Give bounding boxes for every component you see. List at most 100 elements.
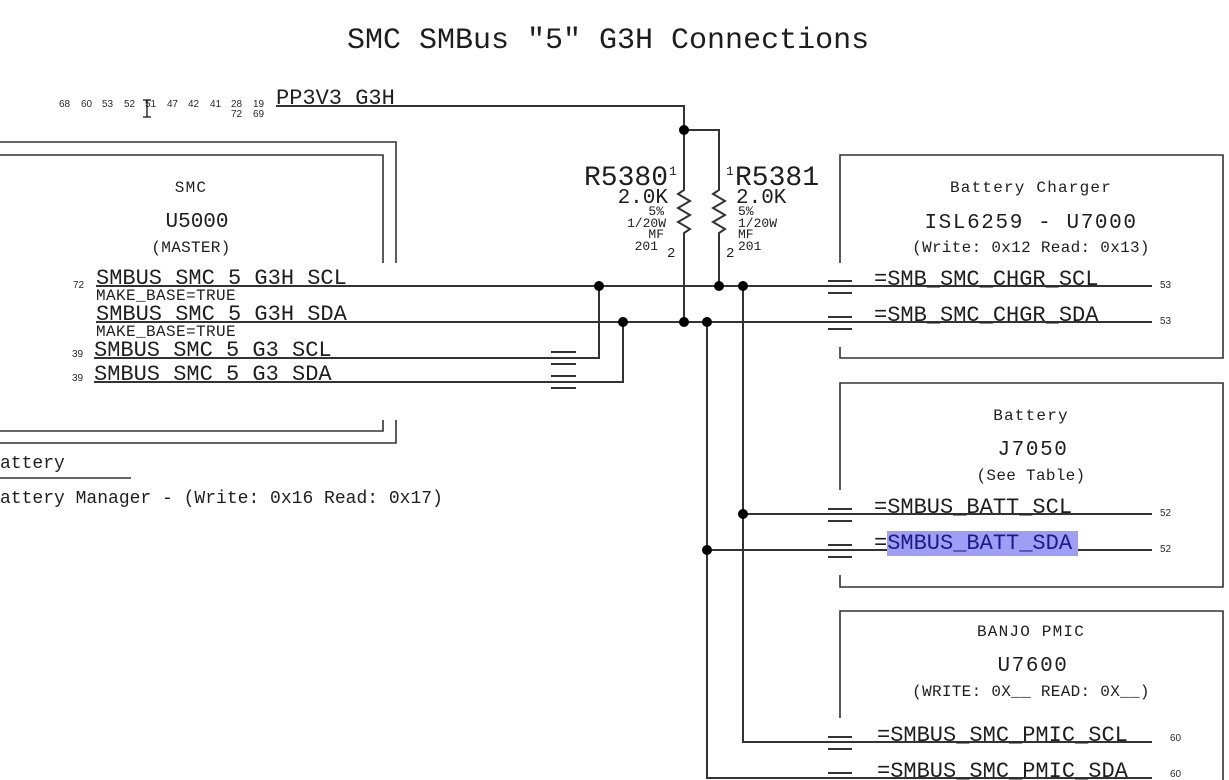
resistor-refdes[interactable]: R5380 [584,163,668,194]
selected-net-name[interactable]: SMBUS_BATT_SDA [887,531,1073,556]
resistor-type: MF [648,227,664,242]
net-prefix: = [874,267,887,292]
net-prefix: = [874,495,887,520]
junction-dot [594,281,604,291]
pmic-box [839,610,1224,780]
net-name[interactable]: SMB_SMC_CHGR_SCL [887,267,1098,292]
page-ref[interactable]: 68 [59,99,71,110]
wire-g3-scl [94,286,600,359]
smc-role: (MASTER) [151,239,230,257]
net-label-chgr-scl[interactable]: =SMB_SMC_CHGR_SCL [874,267,1098,292]
power-rail-page-refs: 68 60 53 52 51 47 42 41 28 19 72 69 [59,99,265,120]
resistor-tolerance: 5% [738,204,754,219]
wire-r5381 [684,129,727,286]
page-title: SMC SMBus "5" G3H Connections [347,24,869,58]
smc-signal-page-ref[interactable]: 39 [72,373,84,384]
net-prefix: = [877,759,890,780]
alias-bar [551,351,576,365]
battery-label: Battery [993,407,1069,425]
alias-bar [551,375,576,389]
text-cursor-icon [143,99,151,118]
smc-refdes: U5000 [165,211,228,234]
page-ref[interactable]: 19 [253,99,265,110]
junction-dot [618,317,628,327]
page-ref[interactable]: 51 [145,99,157,110]
net-name[interactable]: SMBUS_SMC_PMIC_SCL [890,723,1128,748]
page-ref[interactable]: 53 [102,99,114,110]
page-ref[interactable]: 60 [81,99,93,110]
net-label-batt-sda[interactable]: =SMBUS_BATT_SDA [874,531,1073,556]
page-ref[interactable]: 28 [231,99,243,110]
net-property: MAKE_BASE=TRUE [96,287,236,305]
page-ref[interactable]: 41 [210,99,222,110]
charger-label: Battery Charger [950,179,1112,197]
text-selection-highlight [887,531,1078,556]
resistor-value: 2.0K [618,187,669,210]
page-ref[interactable]: 42 [188,99,200,110]
net-page-ref[interactable]: 52 [1160,544,1172,555]
net-prefix: = [877,723,890,748]
page-ref[interactable]: 69 [253,109,265,120]
smc-label: SMC [175,179,207,197]
net-label-pmic-sda[interactable]: =SMBUS_SMC_PMIC_SDA [877,759,1129,780]
net-name[interactable]: SMBUS_BATT_SCL [887,495,1072,520]
resistor-type: MF [738,227,754,242]
net-prefix: = [874,531,887,556]
battery-note-address: attery Manager - (Write: 0x16 Read: 0x17… [0,489,443,509]
resistor-value: 2.0K [736,187,787,210]
net-page-ref[interactable]: 53 [1160,316,1172,327]
net-label-chgr-sda[interactable]: =SMB_SMC_CHGR_SDA [874,303,1099,328]
net-name[interactable]: SMBUS_SMC_PMIC_SDA [890,759,1128,780]
resistor-refdes[interactable]: R5381 [735,163,819,194]
charger-box [839,154,1224,359]
net-page-ref[interactable]: 52 [1160,508,1172,519]
alias-bars-left [551,351,576,389]
resistor-power: 1/20W [627,216,666,231]
net-property: MAKE_BASE=TRUE [96,323,236,341]
resistor-tolerance: 5% [648,204,664,219]
net-page-ref[interactable]: 60 [1170,769,1182,780]
junction-dot [679,317,689,327]
resistor-pin1: 1 [669,164,677,179]
net-prefix: = [874,303,887,328]
alias-bar [828,544,852,558]
alias-bars-right [828,280,852,774]
junction-dot [738,509,748,519]
wire-pp3v3-g3h [276,105,692,322]
net-name[interactable]: SMB_SMC_CHGR_SDA [887,303,1099,328]
smc-signal-page-ref[interactable]: 39 [72,349,84,360]
pmic-label: BANJO PMIC [977,623,1085,641]
net-page-ref[interactable]: 53 [1160,280,1172,291]
alias-bar [828,508,852,522]
net-label-g3-sda[interactable]: SMBUS_SMC_5_G3_SDA [94,362,332,387]
alias-bar [828,316,852,330]
net-label-pmic-scl[interactable]: =SMBUS_SMC_PMIC_SCL [877,723,1128,748]
pmic-refdes: U7600 [997,655,1068,678]
resistor-package: 201 [738,239,762,254]
power-rail-label[interactable]: PP3V3_G3H [276,86,395,111]
page-ref[interactable]: 47 [167,99,179,110]
pmic-address: (WRITE: 0X__ READ: 0X__) [912,683,1150,701]
net-label-batt-scl[interactable]: =SMBUS_BATT_SCL [874,495,1072,520]
battery-address: (See Table) [977,467,1086,485]
alias-bar [828,736,852,750]
charger-address: (Write: 0x12 Read: 0x13) [912,239,1150,257]
resistor-power: 1/20W [738,216,777,231]
junction-dot [714,281,724,291]
junction-dot [679,125,689,135]
alias-bar [828,280,852,294]
resistor-pin2: 2 [726,246,734,262]
resistor-package: 201 [635,239,659,254]
page-ref[interactable]: 52 [124,99,136,110]
net-page-ref[interactable]: 60 [1170,733,1182,744]
junction-dot [738,281,748,291]
page-ref[interactable]: 72 [231,109,243,120]
smc-signal-page-ref[interactable]: 72 [73,280,85,291]
battery-note-heading: attery [0,454,65,474]
resistor-pin2: 2 [667,246,675,262]
junction-dot [702,317,712,327]
wire-g3-sda [94,322,624,383]
net-label-g3-scl[interactable]: SMBUS_SMC_5_G3_SCL [94,338,332,363]
